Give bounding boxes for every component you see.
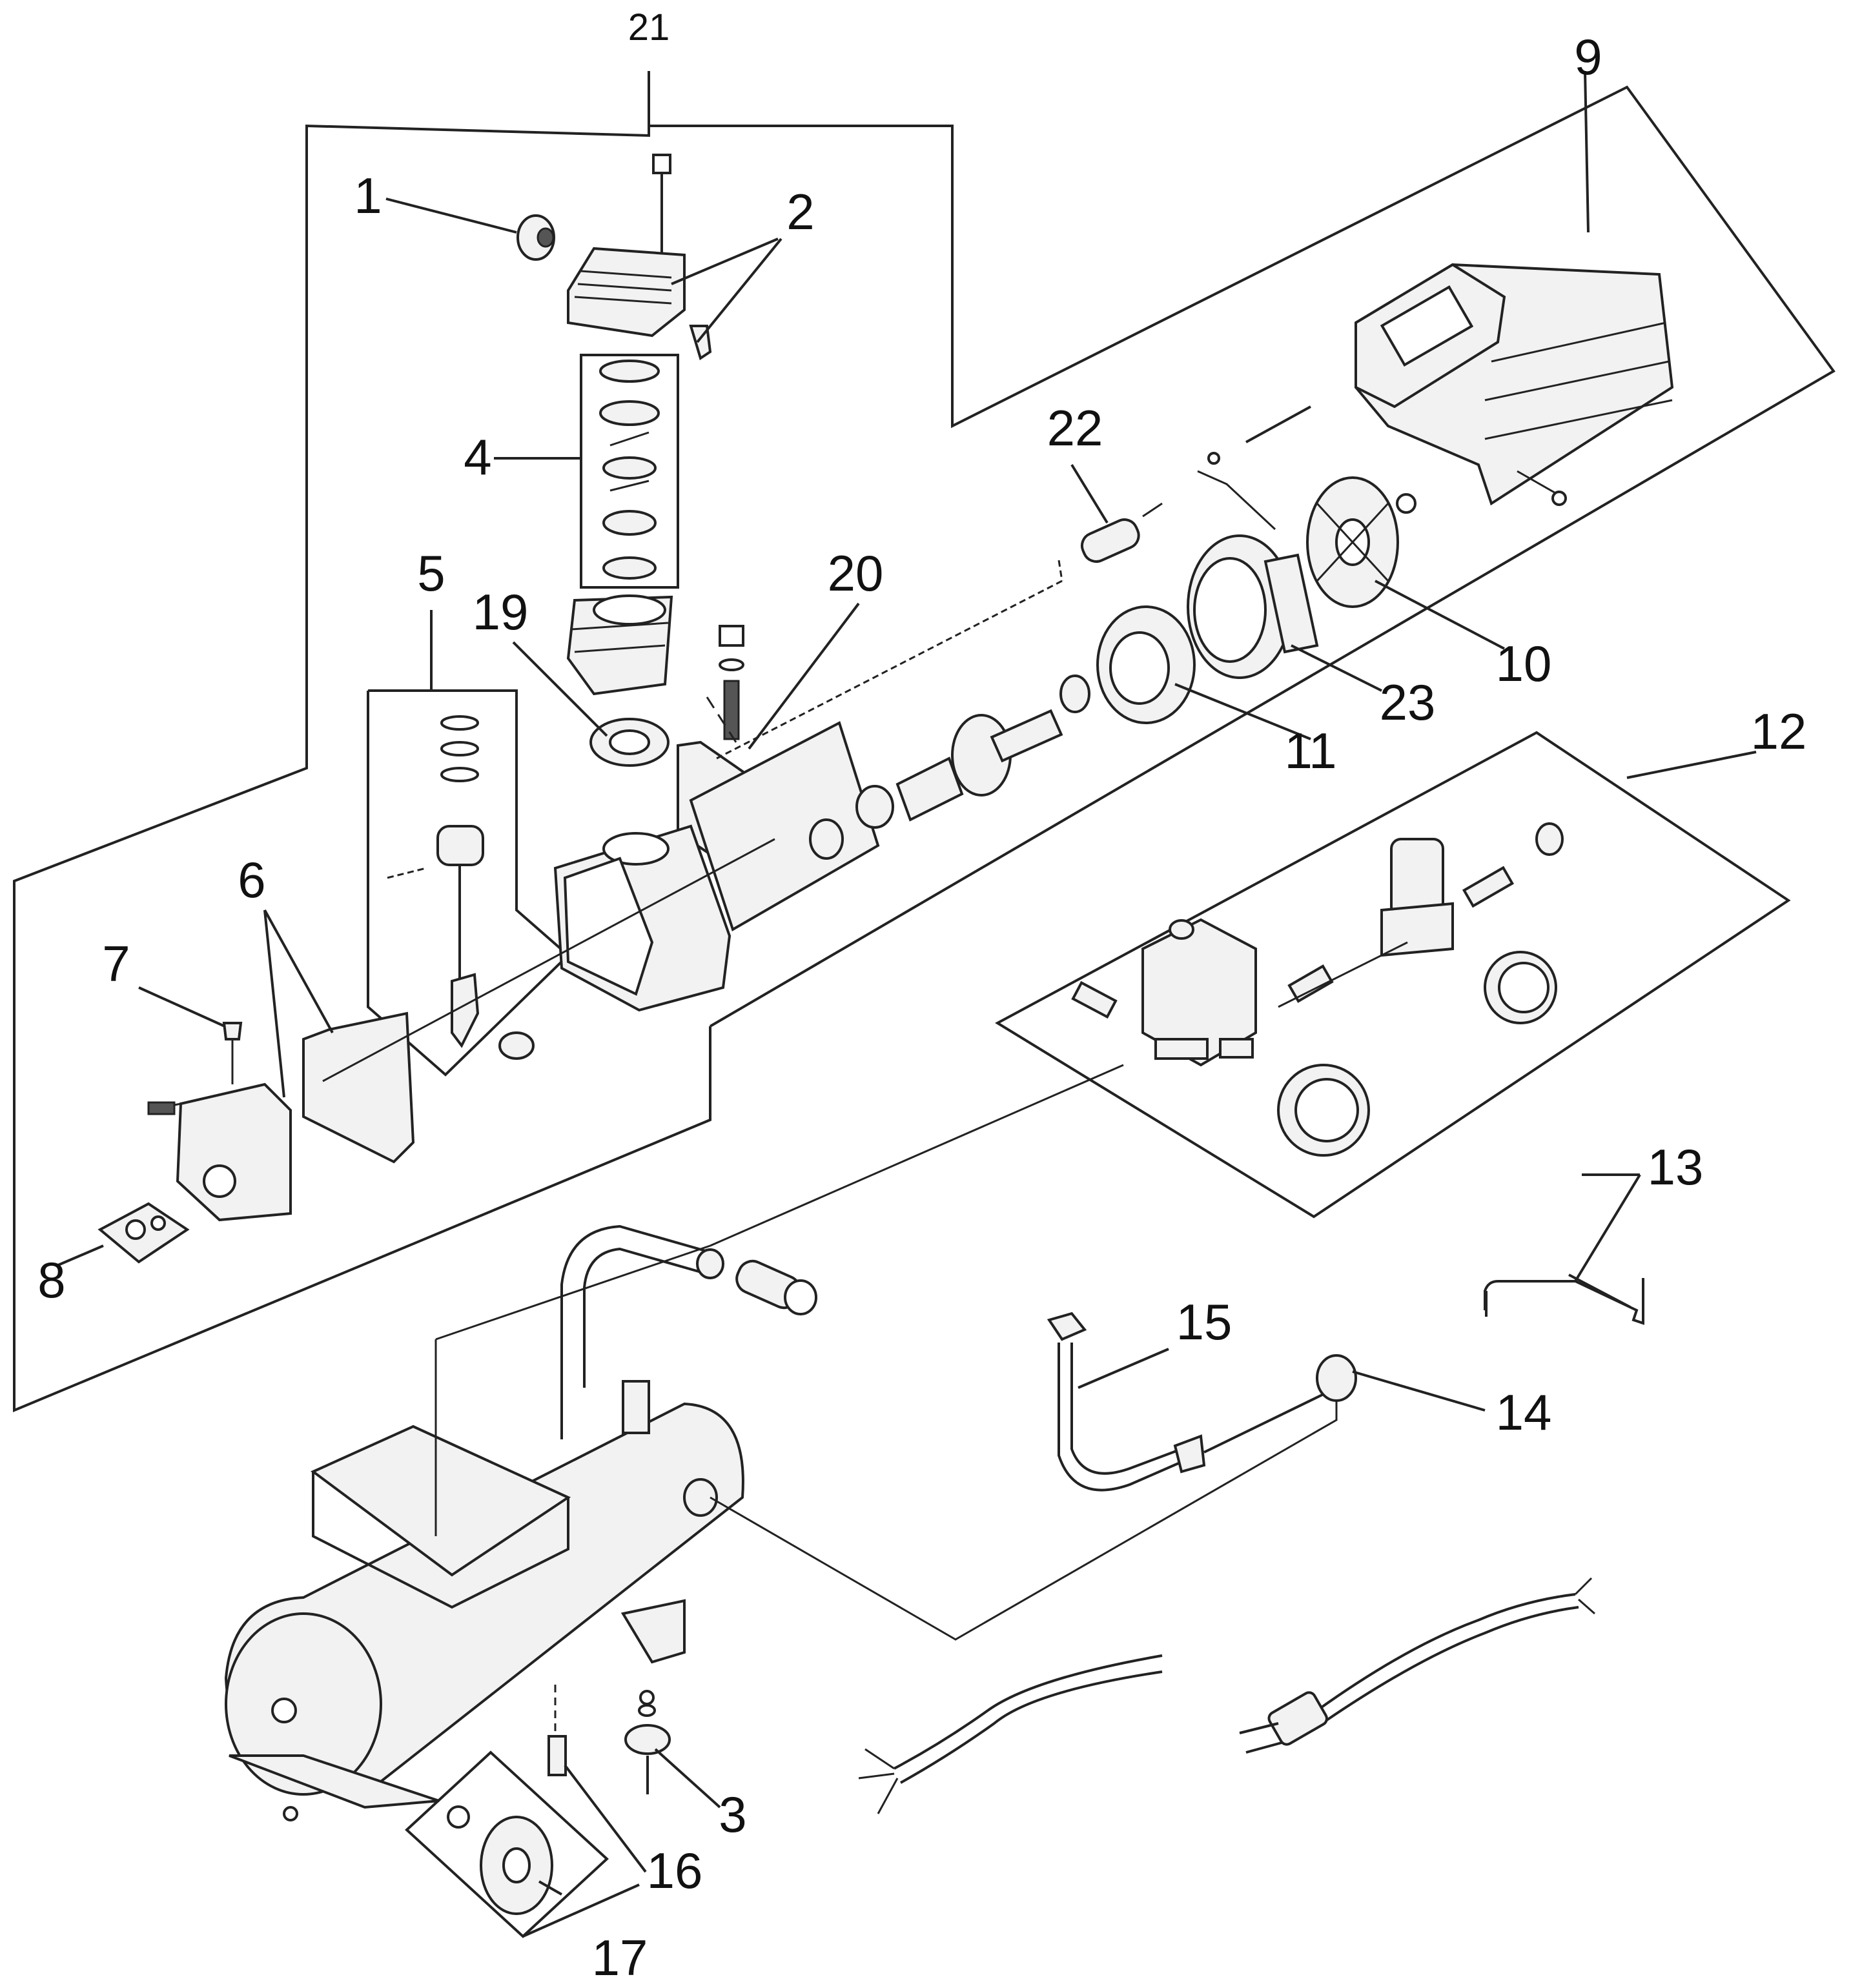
tank-fitting-icon	[622, 1380, 650, 1434]
hose-cord-icon	[894, 1654, 1163, 1770]
callout-labels: 1 2 3 4 5 6 7 8 9 10 11 12 13 14 15 16 1…	[37, 6, 1806, 1986]
discharge-pipe-icon	[583, 1247, 711, 1388]
callout-8: 8	[37, 1252, 65, 1308]
valve-group-box	[580, 354, 679, 589]
leader-12	[1626, 751, 1757, 779]
callout-12: 12	[1751, 703, 1807, 760]
plug-icon	[1267, 1691, 1328, 1746]
cords	[858, 1577, 1595, 1814]
callout-7: 7	[102, 935, 130, 992]
switch-assembly-outline	[994, 731, 1791, 1219]
callout-11: 11	[1285, 722, 1337, 779]
cover-gasket-6	[302, 1011, 415, 1164]
callout-6: 6	[238, 851, 265, 908]
tank-area	[224, 1064, 1338, 1915]
tubes	[1047, 1273, 1644, 1492]
callout-9: 9	[1574, 28, 1602, 85]
callout-23: 23	[1380, 674, 1436, 731]
callout-22: 22	[1047, 400, 1103, 456]
motor-section-outline	[649, 85, 1836, 1028]
switch-assembly	[1071, 822, 1564, 1157]
cylinder-head-icon	[567, 247, 686, 338]
callout-2: 2	[786, 183, 814, 240]
crankcase-cover-icon	[176, 1082, 292, 1222]
callout-20: 20	[828, 545, 884, 602]
callout-21: 21	[628, 6, 670, 48]
callout-1: 1	[354, 167, 382, 224]
leader-lines	[138, 70, 1641, 1938]
callout-4: 4	[464, 429, 491, 485]
shaft-axis	[322, 838, 775, 1082]
pressure-switch-icon	[1141, 918, 1257, 1067]
unloader-tube-icon	[1484, 1278, 1644, 1325]
callout-10: 10	[1496, 635, 1552, 692]
callout-14: 14	[1496, 1384, 1552, 1441]
connecting-rod-icon	[451, 973, 480, 1048]
wheel-group-box	[405, 1750, 609, 1938]
breather-icon	[222, 1022, 243, 1040]
callout-3: 3	[719, 1786, 746, 1843]
pump-assembly-outline	[13, 124, 711, 1413]
callout-13: 13	[1648, 1139, 1704, 1195]
callout-19: 19	[473, 583, 529, 640]
rubber-foot-icon	[624, 1724, 671, 1755]
callout-5: 5	[417, 545, 445, 602]
callout-17: 17	[592, 1929, 648, 1986]
callout-16: 16	[647, 1842, 703, 1899]
piston-icon	[436, 825, 484, 866]
discharge-tube-icon	[1058, 1343, 1182, 1492]
drain-valve-icon	[547, 1735, 567, 1776]
check-valve-icon	[1316, 1354, 1357, 1402]
callout-15: 15	[1176, 1293, 1232, 1350]
pump-head	[57, 154, 880, 1266]
motor	[716, 263, 1674, 860]
capacitor-icon	[1080, 518, 1140, 563]
power-cord-icon	[1316, 1593, 1576, 1712]
